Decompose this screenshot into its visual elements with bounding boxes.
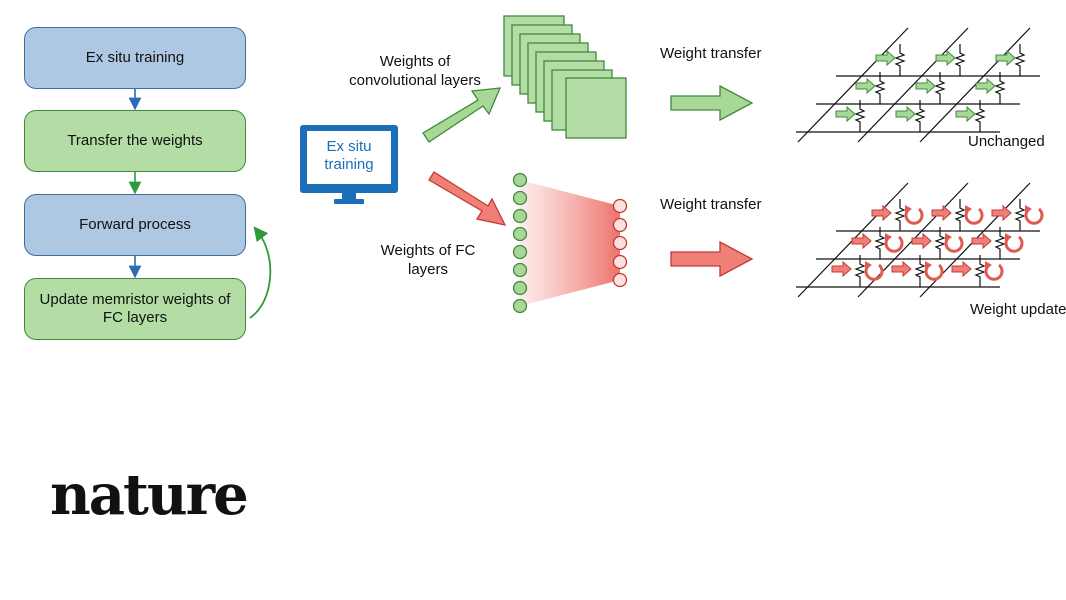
resistor-icon xyxy=(854,106,866,125)
flow-step-forward-process: Forward process xyxy=(24,194,246,256)
red-small-arrow-icon xyxy=(991,204,1012,222)
resistor-icon xyxy=(954,50,966,69)
green-small-arrow-icon xyxy=(995,49,1016,67)
resistor-icon xyxy=(974,106,986,125)
resistor-icon xyxy=(914,261,926,280)
green-small-arrow-icon xyxy=(915,77,936,95)
red-small-arrow-icon xyxy=(891,260,912,278)
weight-update-label: Weight update xyxy=(970,301,1066,318)
flow-step-label: Forward process xyxy=(79,216,191,233)
crossbar-array-unchanged xyxy=(796,27,1040,143)
flow-step-label: Ex situ training xyxy=(85,49,185,66)
conv-layer-stack xyxy=(503,15,627,139)
weight-transfer-bottom-label: Weight transfer xyxy=(660,196,762,213)
green-small-arrow-icon xyxy=(955,105,976,123)
resistor-icon xyxy=(854,261,866,280)
resistor-icon xyxy=(874,78,886,97)
update-cycle-icon xyxy=(964,207,984,225)
resistor-icon xyxy=(954,205,966,224)
red-small-arrow-icon xyxy=(951,260,972,278)
resistor-icon xyxy=(994,78,1006,97)
red-small-arrow-icon xyxy=(931,204,952,222)
resistor-icon xyxy=(1014,205,1026,224)
resistor-icon xyxy=(994,233,1006,252)
fc-layer-diagram xyxy=(512,172,628,314)
update-cycle-icon xyxy=(1004,235,1024,253)
weight-transfer-top-label: Weight transfer xyxy=(660,45,762,62)
unchanged-label: Unchanged xyxy=(968,133,1045,150)
computer-monitor-icon xyxy=(300,125,398,204)
green-small-arrow-icon xyxy=(975,77,996,95)
conv-weights-label: Weights of convolutional layers xyxy=(349,53,481,89)
transfer-arrow-green-icon xyxy=(670,84,754,122)
flow-step-update-memristor: Update memristor weights of FC layers xyxy=(24,278,246,340)
update-cycle-icon xyxy=(904,207,924,225)
resistor-icon xyxy=(1014,50,1026,69)
resistor-icon xyxy=(914,106,926,125)
resistor-icon xyxy=(934,233,946,252)
red-small-arrow-icon xyxy=(851,232,872,250)
update-cycle-icon xyxy=(984,263,1004,281)
red-small-arrow-icon xyxy=(971,232,992,250)
nature-logo: nature xyxy=(50,462,249,528)
green-arrow-icon xyxy=(422,87,502,143)
monitor-label: Ex situ training xyxy=(324,138,374,173)
fc-weights-label: Weights of FC layers xyxy=(380,242,476,278)
flow-connectors xyxy=(128,89,272,319)
green-small-arrow-icon xyxy=(855,77,876,95)
crossbar-array-updated xyxy=(796,182,1044,298)
flow-step-ex-situ-training: Ex situ training xyxy=(24,27,246,89)
resistor-icon xyxy=(874,233,886,252)
update-cycle-icon xyxy=(884,235,904,253)
green-small-arrow-icon xyxy=(895,105,916,123)
resistor-icon xyxy=(974,261,986,280)
transfer-arrow-red-icon xyxy=(670,240,754,278)
flow-step-label: Update memristor weights of FC layers xyxy=(39,291,231,326)
update-cycle-icon xyxy=(864,263,884,281)
green-small-arrow-icon xyxy=(875,49,896,67)
red-small-arrow-icon xyxy=(871,204,892,222)
update-cycle-icon xyxy=(1024,207,1044,225)
update-cycle-icon xyxy=(944,235,964,253)
flow-step-transfer-weights: Transfer the weights xyxy=(24,110,246,172)
flow-step-label: Transfer the weights xyxy=(67,132,203,149)
red-small-arrow-icon xyxy=(831,260,852,278)
resistor-icon xyxy=(894,50,906,69)
green-small-arrow-icon xyxy=(835,105,856,123)
green-small-arrow-icon xyxy=(935,49,956,67)
resistor-icon xyxy=(934,78,946,97)
red-arrow-icon xyxy=(428,171,507,226)
resistor-icon xyxy=(894,205,906,224)
red-small-arrow-icon xyxy=(911,232,932,250)
update-cycle-icon xyxy=(924,263,944,281)
